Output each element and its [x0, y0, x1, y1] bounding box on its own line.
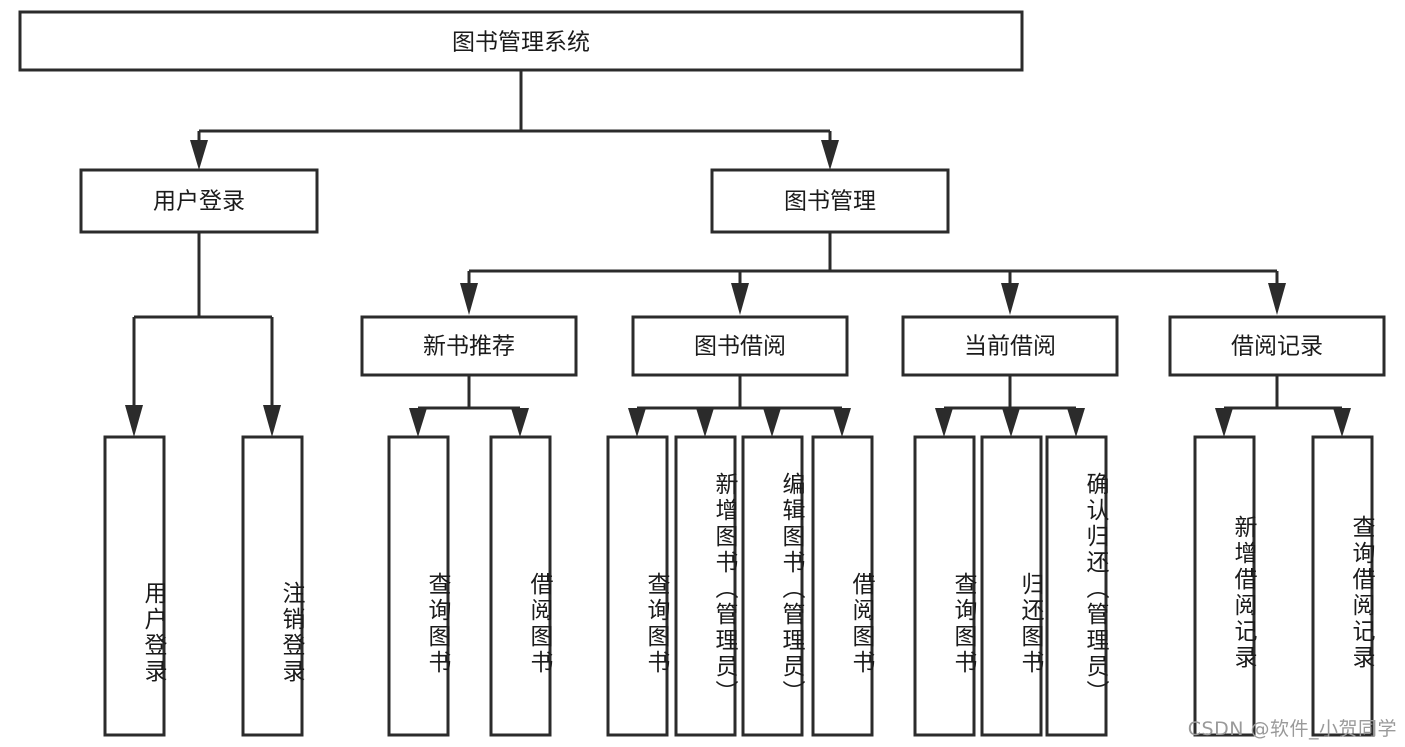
leaf-label-logout-login: 注销登录	[278, 580, 304, 685]
node-root[interactable]: 图书管理系统	[18, 10, 1024, 72]
leaf-box-logout-login[interactable]	[241, 435, 304, 737]
node-current-borrow[interactable]: 当前借阅	[901, 315, 1119, 377]
leaf-boxes	[103, 435, 1374, 737]
node-borrow-record-box	[1168, 315, 1386, 377]
connector-bookborrow-to-leaves	[628, 375, 851, 437]
arrow-head-icon	[1067, 408, 1085, 437]
arrow-head-icon	[1215, 408, 1233, 437]
node-user-login-box	[79, 168, 319, 234]
node-borrow-record[interactable]: 借阅记录	[1168, 315, 1386, 377]
arrow-head-icon	[1001, 283, 1019, 315]
leaf-box-query-book-1[interactable]	[387, 435, 450, 737]
leaf-label-edit-book-admin: 编辑图书（管理员）	[778, 472, 804, 706]
leaf-label-confirm-return-admin: 确认归还（管理员）	[1082, 472, 1108, 706]
leaf-label-query-borrow-record: 查询借阅记录	[1348, 514, 1374, 671]
arrow-head-icon	[125, 405, 143, 437]
leaf-box-add-borrow-record[interactable]	[1193, 435, 1256, 737]
node-root-label: 图书管理系统	[452, 30, 590, 56]
arrow-head-icon	[460, 283, 478, 315]
arrow-head-icon	[935, 408, 953, 437]
node-current-borrow-label: 当前借阅	[964, 334, 1056, 360]
leaf-label-query-book-3: 查询图书	[950, 572, 976, 676]
leaf-label-add-book-admin: 新增图书（管理员）	[711, 472, 737, 706]
node-book-borrow[interactable]: 图书借阅	[631, 315, 849, 377]
node-new-book-recommend[interactable]: 新书推荐	[360, 315, 578, 377]
node-book-borrow-box	[631, 315, 849, 377]
arrow-head-icon	[763, 408, 781, 437]
node-book-borrow-label: 图书借阅	[694, 334, 786, 360]
leaf-box-add-book-admin[interactable]	[674, 435, 737, 737]
node-book-management[interactable]: 图书管理	[710, 168, 950, 234]
leaf-box-borrow-book-2[interactable]	[811, 435, 874, 737]
watermark-text: CSDN @软件_小贺同学	[1187, 718, 1397, 740]
leaf-label-add-borrow-record: 新增借阅记录	[1230, 514, 1256, 671]
node-book-management-box	[710, 168, 950, 234]
leaf-box-confirm-return-admin[interactable]	[1045, 435, 1108, 737]
node-current-borrow-box	[901, 315, 1119, 377]
connector-userlogin-to-leaves	[125, 232, 281, 437]
arrow-head-icon	[628, 408, 646, 437]
arrow-head-icon	[821, 140, 839, 170]
node-new-book-recommend-box	[360, 315, 578, 377]
arrow-head-icon	[190, 140, 208, 170]
arrow-head-icon	[731, 283, 749, 315]
connector-borrowrecord-to-leaves	[1215, 375, 1351, 437]
leaf-label-borrow-book-1: 借阅图书	[526, 572, 552, 676]
leaf-box-query-book-2[interactable]	[606, 435, 669, 737]
leaf-box-user-login[interactable]	[103, 435, 166, 737]
arrow-head-icon	[263, 405, 281, 437]
node-root-box	[18, 10, 1024, 72]
connector-newbook-to-leaves	[409, 375, 529, 437]
connector-currentborrow-to-leaves	[935, 375, 1085, 437]
leaf-label-query-book-1: 查询图书	[424, 572, 450, 676]
leaf-box-edit-book-admin[interactable]	[741, 435, 804, 737]
node-user-login-label: 用户登录	[153, 189, 245, 215]
leaf-box-borrow-book-1[interactable]	[489, 435, 552, 737]
arrow-head-icon	[1333, 408, 1351, 437]
leaf-box-query-book-3[interactable]	[913, 435, 976, 737]
node-user-login[interactable]: 用户登录	[79, 168, 319, 234]
node-borrow-record-label: 借阅记录	[1231, 334, 1323, 360]
leaf-label-return-book: 归还图书	[1017, 572, 1043, 676]
arrow-head-icon	[1268, 283, 1286, 315]
arrow-head-icon	[1002, 408, 1020, 437]
connector-root-to-level2	[190, 70, 839, 170]
leaf-label-query-book-2: 查询图书	[643, 572, 669, 676]
arrow-head-icon	[696, 408, 714, 437]
arrow-head-icon	[833, 408, 851, 437]
node-new-book-recommend-label: 新书推荐	[423, 334, 515, 360]
node-book-management-label: 图书管理	[784, 189, 876, 215]
arrow-head-icon	[511, 408, 529, 437]
leaf-box-return-book[interactable]	[980, 435, 1043, 737]
arrow-head-icon	[409, 408, 427, 437]
leaf-box-query-borrow-record[interactable]	[1311, 435, 1374, 737]
connector-bookmgmt-to-level3	[460, 232, 1286, 315]
leaf-label-borrow-book-2: 借阅图书	[848, 572, 874, 676]
leaf-label-user-login: 用户登录	[140, 580, 166, 685]
